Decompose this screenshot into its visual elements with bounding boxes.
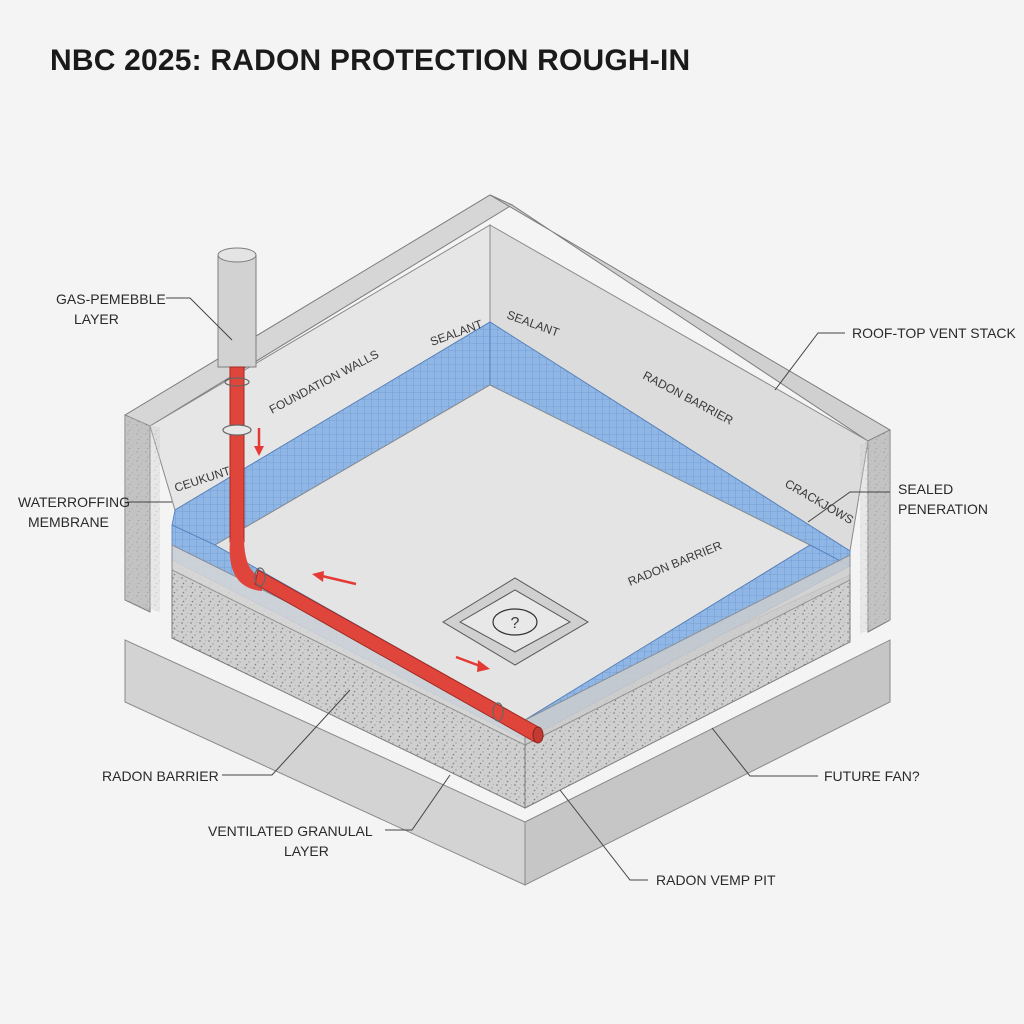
waterproofing-label-2: MEMBRANE — [28, 514, 109, 530]
roof-vent-label: ROOF-TOP VENT STACK — [852, 325, 1017, 341]
vent-stack — [217, 247, 544, 744]
sealed-penetration-label-2: PENERATION — [898, 501, 988, 517]
leader-lines — [127, 297, 890, 881]
sealed-penetration-label-1: SEALED — [898, 481, 953, 497]
ventilated-layer-label-1: VENTILATED GRANULAL — [208, 823, 373, 839]
pit-symbol: ? — [511, 615, 520, 632]
waterproofing-label-1: WATERROFFING — [18, 494, 130, 510]
ventilated-layer-label-2: LAYER — [284, 843, 329, 859]
radon-barrier-membrane — [171, 321, 851, 567]
gas-permeable-label-2: LAYER — [74, 311, 119, 327]
sump-pit-label: RADON VEMP PIT — [656, 872, 776, 888]
callout-labels: GAS-PEMEBBLE LAYER WATERROFFING MEMBRANE… — [18, 291, 1017, 888]
flow-arrows — [254, 428, 490, 672]
radon-barrier-label: RADON BARRIER — [102, 768, 219, 784]
page-title: NBC 2025: RADON PROTECTION ROUGH-IN — [50, 44, 691, 77]
footing — [124, 639, 891, 886]
future-fan-label: FUTURE FAN? — [824, 768, 920, 784]
foundation-walls — [123, 194, 892, 634]
gas-permeable-label-1: GAS-PEMEBBLE — [56, 291, 166, 307]
radon-sump-pit: ? — [442, 577, 589, 666]
